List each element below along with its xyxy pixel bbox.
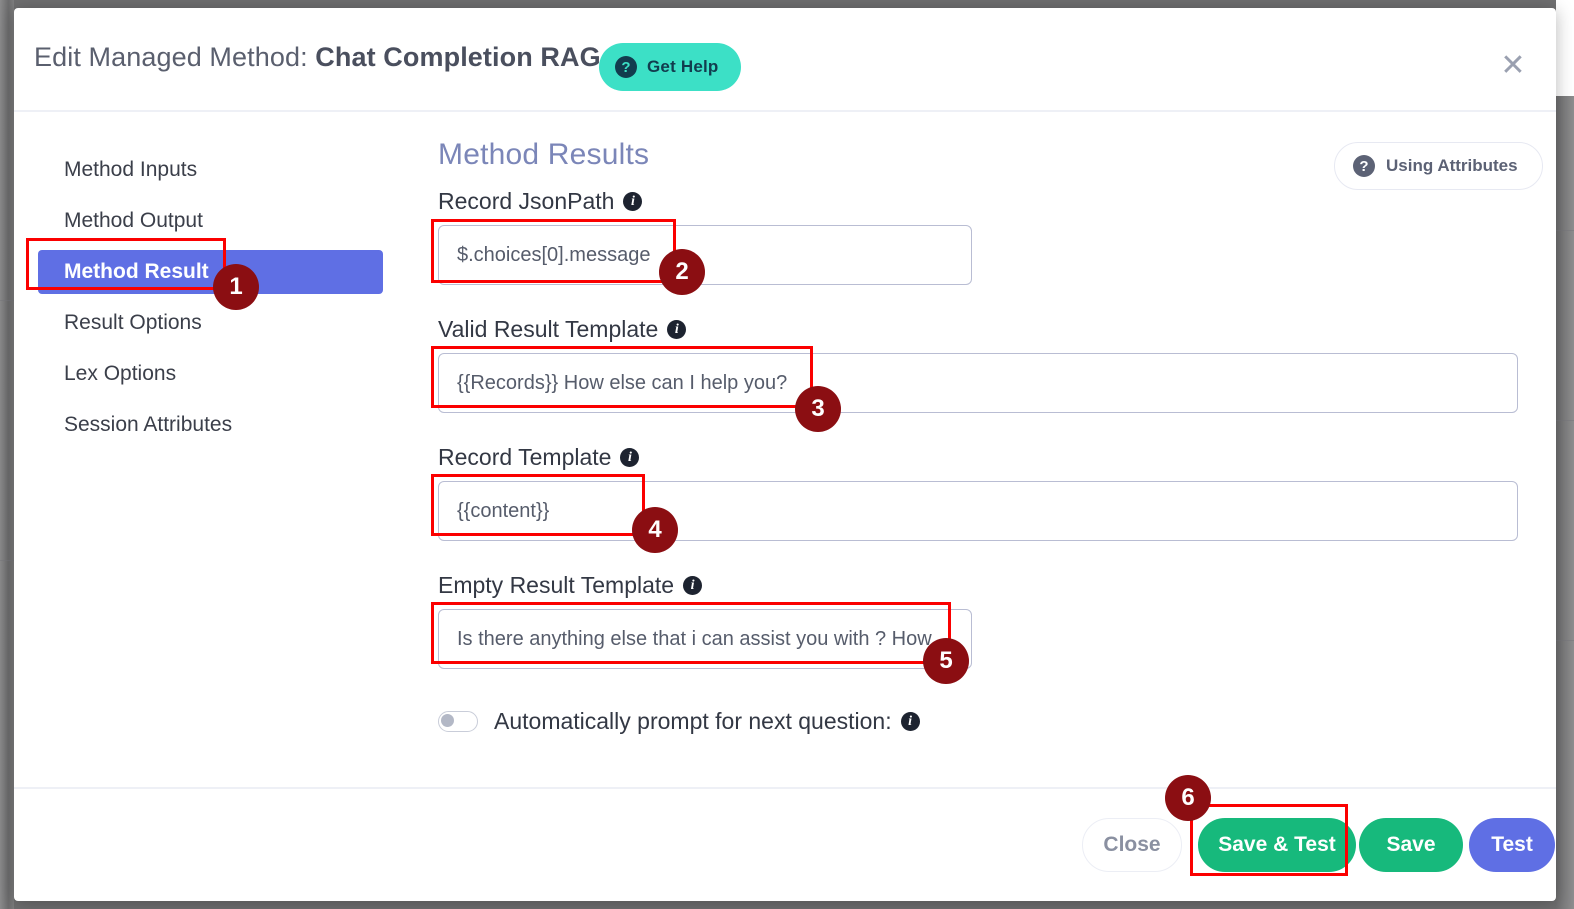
info-icon[interactable]: i <box>900 712 920 731</box>
help-circle-icon: ? <box>615 56 637 78</box>
save-button[interactable]: Save <box>1359 818 1463 872</box>
info-icon[interactable]: i <box>620 448 640 467</box>
backdrop-line <box>1556 640 1574 641</box>
valid-result-template-input[interactable] <box>438 353 1518 413</box>
dialog-body: Method Inputs Method Output Method Resul… <box>14 112 1556 787</box>
field-label-text: Valid Result Template <box>438 316 659 342</box>
field-label-text: Empty Result Template <box>438 572 675 598</box>
close-icon[interactable]: ✕ <box>1500 49 1526 82</box>
auto-prompt-row: Automatically prompt for next question: … <box>438 708 920 735</box>
get-help-label: Get Help <box>647 57 719 76</box>
page-backdrop-right-top <box>1556 0 1574 96</box>
backdrop-line <box>0 300 14 301</box>
sidebar-item-label: Method Result <box>64 260 209 283</box>
edit-managed-method-dialog: Edit Managed Method: Chat Completion RAG… <box>14 8 1556 901</box>
backdrop-line <box>1556 230 1574 231</box>
sidebar-item-label: Result Options <box>64 311 202 334</box>
field-label-text: Record Template <box>438 444 612 470</box>
sidebar-item-method-inputs[interactable]: Method Inputs <box>38 148 383 192</box>
info-icon[interactable]: i <box>667 320 687 339</box>
backdrop-line <box>0 560 14 561</box>
dialog-footer: Close Save & Test Save Test <box>14 789 1556 901</box>
title-method-name: Chat Completion RAG <box>315 42 601 72</box>
page-title: Edit Managed Method: Chat Completion RAG <box>34 42 601 73</box>
info-icon[interactable]: i <box>623 192 643 211</box>
empty-result-template-label: Empty Result Template i <box>438 572 703 599</box>
test-button[interactable]: Test <box>1469 818 1555 872</box>
using-attributes-button[interactable]: ? Using Attributes <box>1334 142 1543 190</box>
page-scrollbar[interactable] <box>1556 96 1574 909</box>
section-title: Method Results <box>438 138 650 171</box>
title-prefix: Edit Managed Method: <box>34 42 308 72</box>
sidebar-item-label: Method Inputs <box>64 158 198 181</box>
sidebar-item-result-options[interactable]: Result Options <box>38 301 383 345</box>
header-divider <box>14 110 1556 112</box>
auto-prompt-label: Automatically prompt for next question: … <box>494 708 920 735</box>
auto-prompt-label-text: Automatically prompt for next question: <box>494 708 892 734</box>
help-circle-icon: ? <box>1353 155 1375 177</box>
using-attributes-label: Using Attributes <box>1386 156 1518 175</box>
toggle-knob <box>441 714 454 727</box>
record-template-label: Record Template i <box>438 444 640 471</box>
page-backdrop-left <box>0 0 14 909</box>
record-jsonpath-label: Record JsonPath i <box>438 188 643 215</box>
empty-result-template-input[interactable] <box>438 609 972 669</box>
record-template-input[interactable] <box>438 481 1518 541</box>
sidebar-item-session-attributes[interactable]: Session Attributes <box>38 403 383 447</box>
record-jsonpath-input[interactable] <box>438 225 972 285</box>
sidebar-item-method-output[interactable]: Method Output <box>38 199 383 243</box>
footer-divider <box>14 787 1556 789</box>
auto-prompt-toggle[interactable] <box>438 711 478 732</box>
sidebar-item-method-result[interactable]: Method Result <box>38 250 383 294</box>
close-button[interactable]: Close <box>1082 818 1182 872</box>
backdrop-line <box>1556 420 1574 421</box>
sidebar-item-label: Lex Options <box>64 362 177 385</box>
info-icon[interactable]: i <box>683 576 703 595</box>
sidebar-item-label: Session Attributes <box>64 413 233 436</box>
save-test-button[interactable]: Save & Test <box>1198 818 1356 872</box>
get-help-button[interactable]: ? Get Help <box>599 43 741 91</box>
valid-result-template-label: Valid Result Template i <box>438 316 687 343</box>
sidebar-item-label: Method Output <box>64 209 203 232</box>
field-label-text: Record JsonPath <box>438 188 615 214</box>
dialog-header: Edit Managed Method: Chat Completion RAG… <box>14 8 1556 110</box>
sidebar-item-lex-options[interactable]: Lex Options <box>38 352 383 396</box>
